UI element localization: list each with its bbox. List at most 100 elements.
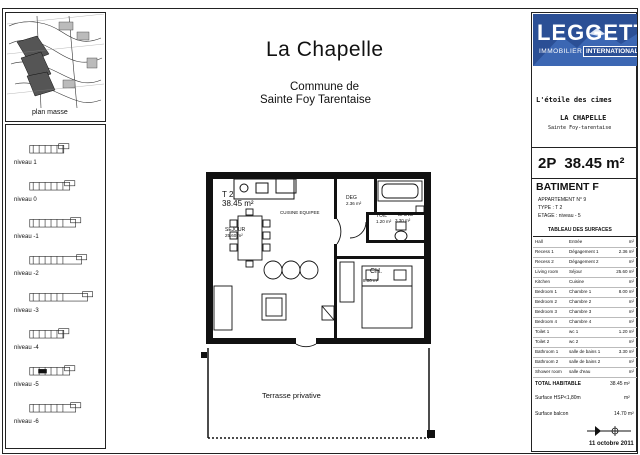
plan-deg-label: DEG	[346, 195, 357, 201]
separator	[531, 147, 637, 148]
surface-row: Kitchen Cuisine m²	[533, 277, 637, 288]
level-thumbnail	[29, 217, 82, 228]
surface-cell-fr: salle d'eau	[569, 369, 591, 374]
level-label: niveau -1	[14, 234, 39, 240]
plan-sejour-label: SEJOUR	[225, 227, 246, 233]
surface-cell-fr: Entrée	[569, 239, 583, 244]
surface-cell-val: m²	[628, 339, 634, 344]
floor-plan	[201, 172, 435, 439]
plan-sejour-area: 25.60 m²	[225, 233, 243, 238]
surface-cell-en: Recess 1	[535, 249, 554, 254]
plan-date: 11 octobre 2011	[589, 441, 634, 447]
project-place: Sainte Foy-tarentaise	[548, 125, 612, 131]
level-thumbnail	[29, 328, 70, 339]
left-panel-frame	[5, 124, 106, 449]
shon-value: m²	[624, 395, 630, 401]
logo-sub2: INTERNATIONAL	[583, 46, 637, 57]
levels-list: niveau 1 niveau 0 niveau -1 niveau -2 niveau…	[14, 143, 106, 446]
plan-wc-label: TOIL	[376, 213, 388, 219]
plan-ch-area: 8.00 m²	[363, 278, 379, 283]
surface-cell-val: m²	[628, 239, 634, 244]
total-value: 38.45 m²	[610, 381, 630, 387]
apartment-floor: ETAGE : niveau - 5	[538, 213, 581, 219]
plan-bains-label: BAINS	[398, 212, 414, 218]
plan-kitchen-label: CUISINE EQUIPEE	[280, 210, 320, 215]
plan-deg-area: 2.36 m²	[346, 201, 362, 206]
surface-cell-en: Bedroom 1	[535, 289, 558, 294]
surface-cell-en: Toilet 1	[535, 329, 550, 334]
surface-cell-fr: Séjour	[569, 269, 583, 274]
masse-frame	[5, 12, 106, 122]
plan-t2-area: 38.45 m²	[222, 199, 254, 208]
total-label: TOTAL HABITABLE	[535, 381, 582, 387]
plan-terrace-label: Terrasse privative	[262, 391, 321, 400]
level-label: niveau -6	[14, 419, 39, 425]
separator	[531, 178, 637, 179]
surface-cell-val: 25.60 m²	[616, 269, 634, 274]
surface-cell-val: m²	[628, 279, 634, 284]
commune-line-1: Commune de	[290, 81, 360, 93]
project-tagline: L'étoile des cimes	[536, 96, 612, 104]
surface-cell-val: 3.30 m²	[618, 349, 634, 354]
surface-cell-en: Bedroom 3	[535, 309, 558, 314]
surface-cell-fr: Chambre 4	[569, 319, 592, 324]
right-panel-frame	[531, 12, 637, 452]
level-label: niveau -3	[14, 308, 39, 314]
surface-cell-val: 1.20 m²	[618, 329, 634, 334]
surface-cell-en: Toilet 2	[535, 339, 550, 344]
apartment-type-area: 2P 38.45 m²	[538, 155, 625, 172]
surface-cell-fr: wc 2	[569, 339, 579, 344]
masse-label: plan masse	[32, 109, 68, 116]
surface-cell-fr: wc 1	[569, 329, 579, 334]
surface-cell-val: m²	[628, 319, 634, 324]
plan-wc-area: 1.20 m²	[376, 219, 392, 224]
surface-cell-en: Bathroom 2	[535, 359, 559, 364]
surface-row: Toilet 1 wc 1 1.20 m²	[533, 327, 637, 338]
terrace-value: 14.70 m²	[614, 411, 634, 417]
level-label: niveau -2	[14, 271, 39, 277]
level-thumbnail	[29, 254, 88, 265]
surface-cell-val: m²	[628, 259, 634, 264]
commune-line-2: Sainte Foy Tarentaise	[260, 94, 372, 106]
level-thumbnail	[29, 365, 76, 376]
level-label: niveau 0	[14, 197, 37, 203]
surface-cell-fr: salle de bains 2	[569, 359, 601, 364]
level-label: niveau -4	[14, 345, 39, 351]
surface-row: Bedroom 4 Chambre 4 m²	[533, 317, 637, 328]
surface-cell-en: Shower room	[535, 369, 562, 374]
surface-cell-val: 8.00 m²	[618, 289, 634, 294]
plan-bains-area: 3.30 m²	[395, 218, 411, 223]
surface-cell-en: Kitchen	[535, 279, 551, 284]
apartment-type: TYPE : T 2	[538, 205, 563, 211]
project-name: LA CHAPELLE	[560, 114, 607, 122]
surface-cell-en: Bedroom 4	[535, 319, 558, 324]
surface-cell-val: m²	[628, 369, 634, 374]
level-thumbnail	[29, 402, 82, 413]
surface-row: Shower room salle d'eau m²	[533, 367, 637, 378]
plan-ch-label: CH.	[370, 268, 383, 275]
surface-cell-en: Bathroom 1	[535, 349, 559, 354]
shon-label: Surface HSP<1,80m	[535, 395, 581, 401]
terrace-label: Surface balcon	[535, 411, 569, 417]
surface-cell-val: m²	[628, 299, 634, 304]
surface-cell-fr: salle de bains 1	[569, 349, 601, 354]
page-frame	[2, 8, 638, 454]
level-label: niveau 1	[14, 160, 37, 166]
surface-cell-fr: Chambre 3	[569, 309, 592, 314]
surface-row: Toilet 2 wc 2 m²	[533, 337, 637, 348]
logo-sub1: IMMOBILIER	[539, 48, 583, 55]
surface-cell-en: Recess 2	[535, 259, 554, 264]
level-thumbnail	[29, 291, 93, 302]
surface-cell-val: 2.36 m²	[618, 249, 634, 254]
surface-cell-fr: Chambre 2	[569, 299, 592, 304]
surface-cell-fr: Cuisine	[569, 279, 585, 284]
